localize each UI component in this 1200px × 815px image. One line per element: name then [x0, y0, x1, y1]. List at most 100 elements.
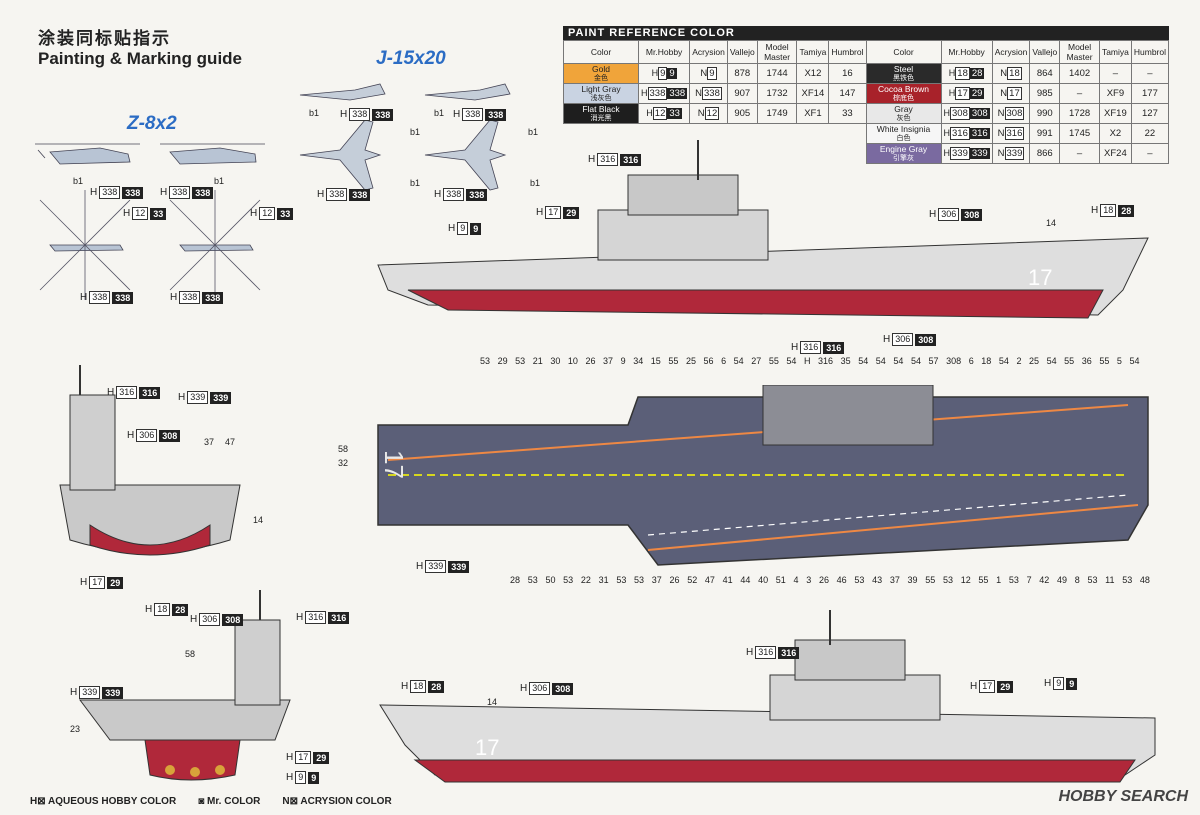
part-number: 55 — [925, 575, 936, 585]
paint-humbrol: 127 — [1130, 103, 1170, 124]
part-number: 12 — [960, 575, 971, 585]
z8-b1-label: b1 — [73, 176, 84, 186]
part-number: 54 — [786, 356, 797, 366]
paint-tamiya: X12 — [796, 63, 830, 84]
paint-header: Humbrol — [1130, 40, 1170, 64]
label-14-top: 14 — [1046, 218, 1057, 228]
j15-b1-6: b1 — [530, 178, 541, 188]
part-number: 308 — [946, 356, 962, 366]
helicopter-illustrations — [35, 143, 265, 300]
part-number: 9 — [620, 356, 626, 366]
paint-header: Vallejo — [1029, 40, 1061, 64]
part-number: 55 — [1064, 356, 1075, 366]
paint-tamiya: XF14 — [796, 83, 830, 104]
part-number: H — [803, 356, 811, 366]
part-number: 26 — [585, 356, 596, 366]
part-number: 54 — [858, 356, 869, 366]
part-number: 39 — [907, 575, 918, 585]
part-number: 36 — [1081, 356, 1092, 366]
paint-header: Color — [865, 40, 942, 64]
part-number: 50 — [545, 575, 556, 585]
paint-header: Model Master — [756, 40, 798, 64]
part-number: 41 — [722, 575, 733, 585]
part-number: 10 — [567, 356, 578, 366]
j15-b1-1: b1 — [309, 108, 320, 118]
part-number: 37 — [651, 575, 662, 585]
paint-header: Tamiya — [1098, 40, 1132, 64]
paint-vallejo: 878 — [726, 63, 758, 84]
paint-humbrol: 147 — [828, 83, 867, 104]
paint-mm: 1728 — [1059, 103, 1100, 124]
hull-number-top: 17 — [1028, 265, 1052, 290]
front-label-47: 47 — [225, 437, 236, 447]
part-number: 42 — [1039, 575, 1050, 585]
paint-humbrol: 33 — [828, 103, 867, 124]
paint-header: Vallejo — [726, 40, 758, 64]
paint-header: Humbrol — [828, 40, 867, 64]
part-number: 37 — [889, 575, 900, 585]
part-number: 27 — [751, 356, 762, 366]
rear-label-58: 58 — [185, 649, 196, 659]
paint-vallejo: 905 — [726, 103, 758, 124]
front-label-14: 14 — [253, 515, 264, 525]
part-number: 51 — [775, 575, 786, 585]
part-number: 54 — [893, 356, 904, 366]
part-number: 6 — [968, 356, 974, 366]
paint-tamiya: XF24 — [1098, 143, 1132, 164]
part-number: 56 — [703, 356, 714, 366]
part-number: 3 — [806, 575, 812, 585]
paint-header: Mr.Hobby — [637, 40, 691, 64]
paint-vallejo: 907 — [726, 83, 758, 104]
part-number: 37 — [603, 356, 614, 366]
part-number: 29 — [497, 356, 508, 366]
paint-tamiya: XF1 — [796, 103, 830, 124]
part-number: 26 — [818, 575, 829, 585]
part-number: 54 — [875, 356, 886, 366]
paint-mm: – — [1059, 83, 1100, 104]
part-number: 18 — [981, 356, 992, 366]
part-number: 52 — [687, 575, 698, 585]
j15-b1-3: b1 — [410, 127, 421, 137]
part-number: 30 — [550, 356, 561, 366]
z8-b1-label-2: b1 — [214, 176, 225, 186]
part-number: 53 — [515, 356, 526, 366]
paint-header: Acrysion — [689, 40, 728, 64]
part-number: 8 — [1074, 575, 1080, 585]
part-number: 53 — [854, 575, 865, 585]
part-number: 2 — [1016, 356, 1022, 366]
paint-mm: 1732 — [756, 83, 798, 104]
paint-mm: 1749 — [756, 103, 798, 124]
part-number: 5 — [1116, 356, 1122, 366]
part-number: 53 — [634, 575, 645, 585]
